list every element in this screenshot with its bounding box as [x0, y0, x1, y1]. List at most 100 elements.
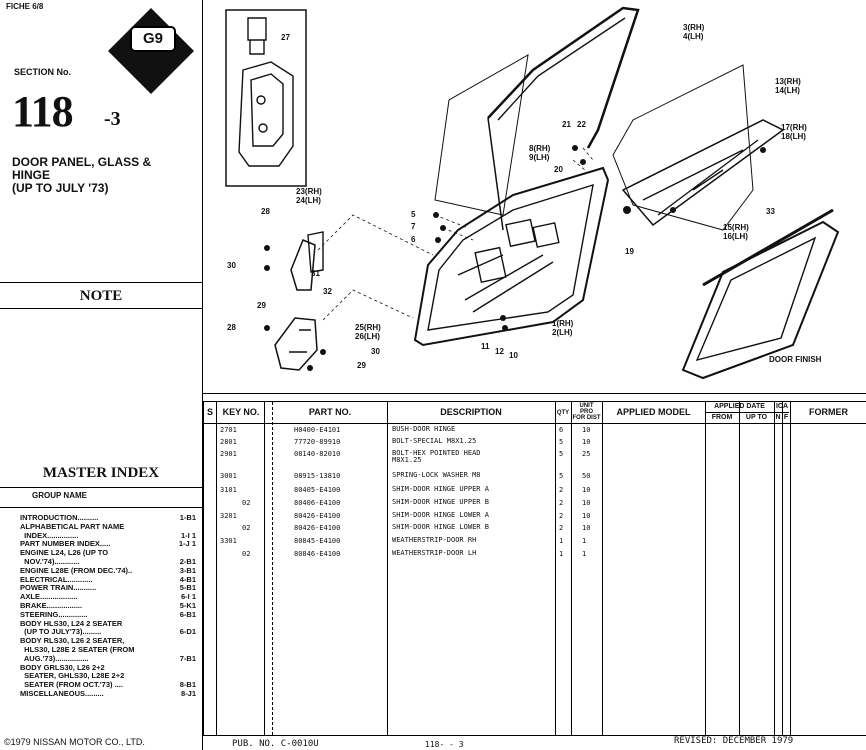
table-cell-part-no: 08915-13810 — [294, 472, 341, 480]
revision-date: REVISED: DECEMBER 1979 — [674, 736, 794, 746]
column-rule — [790, 402, 791, 735]
index-item: SEATER, GHLS30, L28E 2+2 — [20, 672, 196, 681]
index-item: INTRODUCTION..........1-B1 — [20, 513, 196, 523]
index-item-name: AUG.'73)................ — [20, 653, 89, 663]
group-name-label: GROUP NAME — [32, 491, 87, 500]
section-title-line: HINGE — [12, 168, 51, 182]
table-cell-qty: 2 — [559, 512, 564, 520]
index-item-name: ENGINE L24, L26 (UP TO — [20, 548, 109, 558]
parts-table: S KEY NO. PART NO. DESCRIPTION QTY UNIT … — [203, 401, 866, 736]
index-item-ref: 2-B1 — [179, 556, 196, 566]
table-cell-sub: 02 — [242, 499, 251, 507]
index-item-ref: 6-D1 — [179, 627, 196, 637]
index-item-ref: 1-I 1 — [180, 530, 196, 540]
table-cell-description: SHIM-DOOR HINGE LOWER B — [392, 523, 489, 531]
section-title: DOOR PANEL, GLASS & HINGE (UP TO JULY '7… — [12, 156, 197, 195]
col-header-unit: UNIT PRO FOR DIST — [572, 403, 601, 421]
column-rule — [705, 402, 706, 735]
table-cell-unit: 25 — [582, 450, 591, 458]
col-header-former: FORMER — [809, 407, 848, 417]
index-item-name: ELECTRICAL............ — [20, 574, 93, 584]
col-header-applied-model: APPLIED MODEL — [616, 407, 691, 417]
page-number: 118- - 3 — [425, 740, 464, 749]
index-item: SEATER (FROM OCT.'73) ....8-B1 — [20, 680, 196, 690]
index-item-name: POWER TRAIN........... — [20, 583, 97, 593]
column-rule — [739, 402, 740, 735]
callout: 13(RH) 14(LH) — [775, 77, 801, 95]
index-item-name: STEERING.............. — [20, 609, 88, 619]
table-cell-part-no: 80405-E4100 — [294, 486, 341, 494]
left-column — [0, 0, 203, 750]
callout: 20 — [554, 165, 563, 174]
table-cell-key: 3001 — [220, 472, 237, 480]
table-cell-key: 2801 — [220, 438, 237, 446]
column-rule — [602, 402, 603, 735]
section-number: 118 — [12, 87, 74, 136]
table-cell-part-no: 80406-E4100 — [294, 499, 341, 507]
table-cell-description: WEATHERSTRIP-DOOR LH — [392, 549, 477, 557]
index-item: NOV.'74)............2-B1 — [20, 556, 196, 567]
index-item: BODY GRLS30, L26 2+2 — [20, 663, 196, 673]
index-item-name: SEATER (FROM OCT.'73) .... — [20, 680, 123, 690]
callout: 5 — [411, 210, 416, 219]
table-cell-unit: 10 — [582, 426, 591, 434]
index-item-name: ALPHABETICAL PART NAME — [20, 521, 125, 531]
index-item-name: BODY HLS30, L24 2 SEATER — [20, 618, 123, 628]
table-cell-key: 3301 — [220, 537, 237, 545]
index-item-ref: 5-K1 — [179, 600, 196, 610]
index-item-name: MISCELLANEOUS......... — [20, 688, 104, 698]
table-cell-part-no: H0400-E4101 — [294, 426, 341, 434]
callout: 1(RH) 2(LH) — [552, 319, 574, 337]
table-cell-description: BOLT-SPECIAL M8X1.25 — [392, 437, 477, 445]
callout: 30 — [371, 347, 380, 356]
col-header-key: KEY NO. — [222, 407, 260, 417]
callout: 7 — [411, 222, 416, 231]
divider — [0, 308, 202, 309]
index-item-ref: 4-B1 — [179, 574, 196, 584]
index-item: ALPHABETICAL PART NAME — [20, 521, 196, 532]
callout: 28 — [261, 207, 270, 216]
table-cell-part-no: 80846-E4100 — [294, 550, 341, 558]
index-item: BRAKE................. 5-K1 — [20, 600, 196, 611]
table-cell-description: BOLT-HEX POINTED HEAD M8X1.25 — [392, 449, 481, 464]
col-header-s: S — [206, 407, 213, 417]
callout: 3(RH) 4(LH) — [683, 23, 705, 41]
index-item: AXLE..................6-I 1 — [20, 592, 196, 602]
index-item: POWER TRAIN...........5-B1 — [20, 584, 196, 593]
index-item: HLS30, L28E 2 SEATER (FROM — [20, 645, 196, 655]
column-rule — [774, 402, 775, 735]
index-item-ref: 6-I 1 — [180, 592, 196, 602]
table-cell-part-no: 80426-E4100 — [294, 512, 341, 520]
column-rule — [216, 402, 217, 735]
callout: 25(RH) 26(LH) — [355, 323, 381, 341]
column-rule — [264, 402, 265, 735]
section-label: SECTION No. — [14, 67, 72, 77]
column-rule — [571, 402, 572, 735]
index-item-name: ENGINE L28E (FROM DEC.'74).. — [20, 565, 133, 575]
callout: 23(RH) 24(LH) — [296, 187, 322, 205]
col-header-description: DESCRIPTION — [440, 407, 502, 417]
index-item-ref: 1-J 1 — [178, 539, 196, 549]
index-item: BODY HLS30, L24 2 SEATER — [20, 618, 196, 629]
index-item-name: INDEX............... — [20, 530, 79, 540]
table-cell-sub: 02 — [242, 550, 251, 558]
table-cell-qty: 5 — [559, 450, 564, 458]
index-item-name: INTRODUCTION.......... — [20, 513, 99, 522]
index-item-name: BRAKE................. — [20, 600, 83, 610]
table-cell-unit: 1 — [582, 550, 587, 558]
callout: 28 — [227, 323, 236, 332]
callout: 10 — [509, 351, 518, 360]
column-rule — [272, 402, 273, 735]
table-cell-qty: 6 — [559, 426, 564, 434]
table-cell-qty: 1 — [559, 537, 564, 545]
col-header-qty: QTY — [556, 410, 570, 416]
table-cell-part-no: 08140-82010 — [294, 450, 341, 458]
table-cell-unit: 10 — [582, 512, 591, 520]
